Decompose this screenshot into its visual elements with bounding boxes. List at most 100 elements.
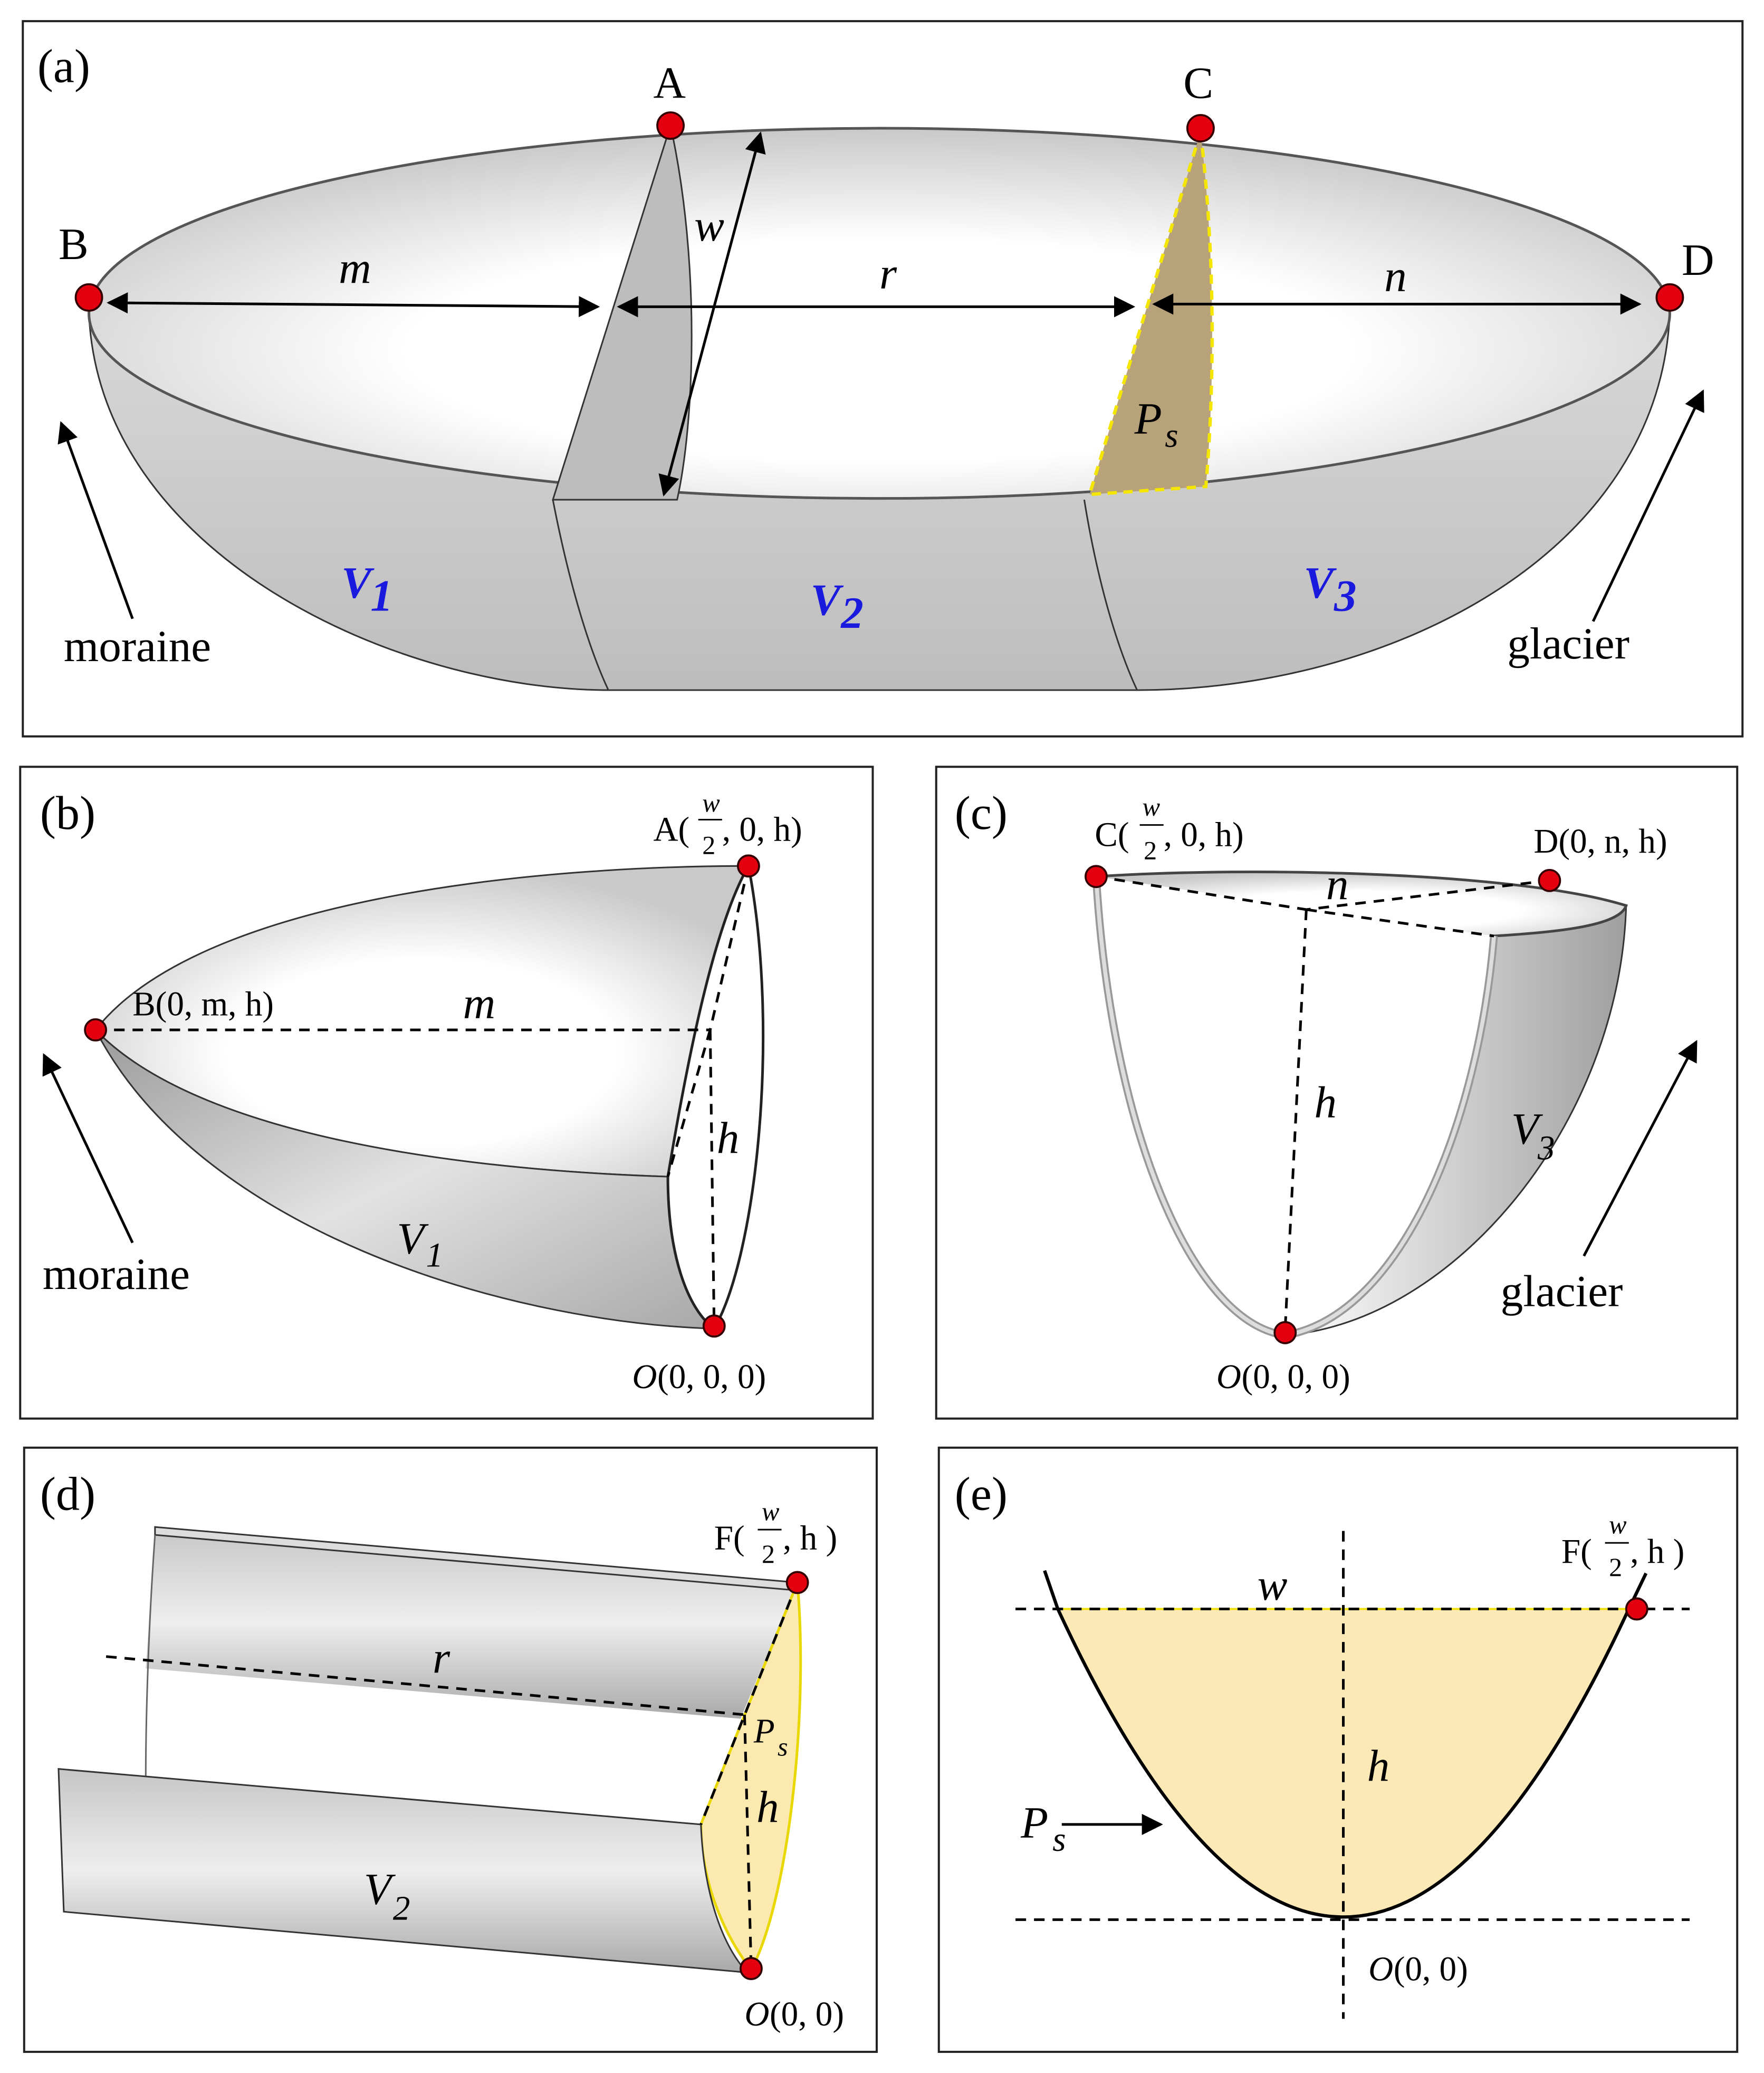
point-c: [1085, 865, 1108, 889]
h-dash: [708, 1029, 716, 1326]
label-f-prefix: F(: [714, 1520, 745, 1558]
point-b: [74, 283, 103, 312]
panel-e: (e) F( w 2 , h ) w h P s O (0, 0): [937, 1446, 1739, 2053]
cross-section-ps: [699, 1582, 802, 1973]
label-o: (0, 0, 0): [1242, 1358, 1350, 1396]
label-moraine: moraine: [64, 622, 211, 671]
label-m: m: [339, 243, 371, 293]
label-glacier: glacier: [1507, 619, 1629, 668]
moraine-arrow: [42, 1053, 134, 1244]
cut-face: [666, 862, 765, 1331]
parabola-curve: [1043, 1570, 1648, 1919]
label-m: m: [463, 978, 496, 1028]
label-o-italic: O: [1368, 1951, 1393, 1989]
point-d: [1655, 283, 1684, 312]
label-v2: V: [364, 1864, 396, 1914]
label-w: w: [694, 201, 724, 251]
panel-d-frame: [23, 1446, 878, 2053]
glacier-arrow: [1592, 389, 1704, 622]
label-h: h: [1314, 1077, 1337, 1127]
panel-e-frame: [937, 1446, 1739, 2053]
basin-rim: [88, 127, 1671, 500]
label-moraine: moraine: [43, 1249, 190, 1299]
label-v2-sub: 2: [393, 1889, 410, 1927]
label-o: (0, 0, 0): [657, 1358, 766, 1396]
panel-b: (b) A( w 2 , 0, h) B(0, m, h) m h V 1 mo…: [19, 766, 874, 1420]
r-dash: [106, 1655, 745, 1716]
label-h: h: [1367, 1741, 1390, 1791]
label-w: w: [1258, 1560, 1288, 1610]
label-h: h: [756, 1782, 779, 1832]
label-r: r: [879, 249, 897, 298]
panel-d: (d) F( w 2 , h ) r P s h V 2 O (0, 0): [23, 1446, 878, 2053]
label-o-italic: O: [632, 1358, 657, 1396]
panel-tag: (b): [40, 787, 95, 839]
label-o-italic: O: [1216, 1358, 1241, 1396]
label-d: D: [1682, 235, 1714, 285]
m-arrow: [107, 292, 600, 318]
label-v3-sub: 3: [1537, 1130, 1555, 1168]
label-a: A: [654, 58, 686, 108]
label-f-prefix: F(: [1561, 1533, 1592, 1571]
w-dash: [699, 1582, 799, 1825]
cross-section-ps: [1087, 131, 1214, 496]
label-f-suffix: , h ): [783, 1520, 837, 1558]
point-b: [84, 1018, 108, 1042]
point-f: [785, 1571, 809, 1594]
point-f: [1625, 1597, 1648, 1621]
label-a-suffix: , 0, h): [722, 811, 802, 849]
label-o-italic: O: [744, 1995, 769, 2033]
label-ps: P: [753, 1713, 775, 1751]
label-glacier: glacier: [1501, 1267, 1623, 1316]
label-c-den: 2: [1144, 836, 1157, 865]
dash-edge: [1306, 908, 1494, 938]
label-o: (0, 0): [770, 1995, 844, 2033]
label-a-prefix: A(: [654, 811, 690, 849]
label-v1-sub: 1: [426, 1236, 444, 1274]
w-arrow: [658, 131, 766, 497]
seam-right: [1083, 499, 1138, 691]
seam-left: [552, 499, 609, 691]
panel-a-frame: [22, 20, 1744, 738]
pipe-end-left: [145, 1535, 156, 1779]
label-c-prefix: C(: [1095, 816, 1129, 854]
label-ps: P: [1134, 394, 1162, 444]
front-surface-v2: [57, 1768, 750, 1974]
half-w-dash-2: [666, 1029, 712, 1177]
label-v3-sub: 3: [1334, 571, 1357, 621]
h-dash: [1283, 909, 1308, 1329]
label-r: r: [433, 1633, 450, 1683]
label-c-suffix: , 0, h): [1164, 816, 1244, 854]
glacier-arrow: [1583, 1039, 1698, 1257]
label-a-den: 2: [702, 830, 715, 860]
panel-tag: (d): [40, 1468, 95, 1521]
label-v3: V: [1303, 558, 1337, 608]
label-v2-sub: 2: [840, 588, 864, 638]
label-v1: V: [397, 1214, 429, 1263]
h-dash: [743, 1714, 753, 1967]
panel-c: (c) C( w 2 , 0, h) D(0, n, h) n h V 3 gl…: [935, 766, 1739, 1420]
moraine-arrow: [57, 421, 134, 619]
point-d: [1538, 868, 1561, 892]
label-b: B: [59, 219, 89, 269]
label-f-den: 2: [762, 1539, 775, 1569]
panel-a: (a) A B C D m w r n P s V 1 V 2 V 3 mora…: [22, 20, 1744, 738]
label-f-num: w: [1609, 1510, 1627, 1540]
label-b: B(0, m, h): [132, 985, 274, 1023]
label-a-num: w: [702, 788, 720, 818]
label-n: n: [1326, 859, 1349, 909]
panel-tag: (a): [37, 40, 90, 92]
label-c: C: [1183, 58, 1213, 108]
panel-tag: (c): [955, 787, 1008, 839]
label-n: n: [1384, 251, 1407, 301]
label-ps-sub: s: [778, 1732, 788, 1762]
point-a: [656, 111, 685, 140]
dash-d: [1306, 879, 1550, 911]
label-v2: V: [811, 575, 844, 625]
panel-c-frame: [935, 766, 1739, 1420]
label-f-num: w: [762, 1497, 780, 1526]
label-h: h: [717, 1113, 740, 1163]
half-w-dash: [708, 865, 750, 1030]
label-ps-sub: s: [1165, 417, 1178, 455]
